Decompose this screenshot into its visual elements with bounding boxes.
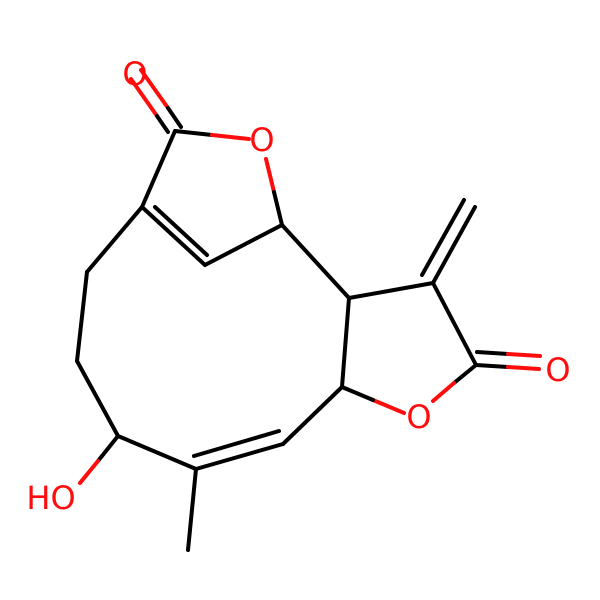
- bond-c-oh-red: [78, 459, 100, 485]
- bond-carbonyl-right-1r: [506, 365, 541, 371]
- bond-c-o-top-red: [210, 133, 251, 141]
- bond-alkene-chain-1: [194, 442, 285, 471]
- bond-ch2b-choh: [75, 359, 120, 438]
- bond-c8-o: [452, 363, 478, 385]
- bond-alkene-ring-2: [153, 205, 209, 257]
- bond-c-o-top: [173, 129, 214, 137]
- bond-c-oh: [96, 434, 120, 463]
- atom-o-ring-top: O: [249, 121, 274, 159]
- atom-o-ring-bottom: O: [406, 398, 431, 436]
- bond-c5-c7: [347, 281, 435, 300]
- atom-o-carbonyl-top: O: [122, 55, 147, 93]
- atom-hydroxyl: HO: [26, 479, 75, 517]
- bond-c2-ch2a: [85, 205, 144, 274]
- atom-labels: O O O O HO: [26, 55, 570, 517]
- atom-o-carbonyl-right: O: [545, 351, 570, 389]
- bond-carbonyl-right-2r: [506, 352, 542, 358]
- bond-methylene-1: [431, 205, 477, 285]
- bond-c3-c4: [203, 223, 284, 267]
- bond-carbonyl-right-2: [475, 350, 510, 356]
- bond-carbonyl-top-1: [139, 68, 170, 110]
- bond-o-c6-red: [371, 398, 406, 415]
- bond-choh-c: [116, 434, 198, 471]
- bond-c1-c2: [140, 129, 177, 209]
- bond-c8-o-red: [431, 381, 456, 403]
- bond-ch-ch-bottom: [281, 385, 344, 446]
- bond-c7-c8: [431, 281, 478, 367]
- bond-o-ch-top: [272, 190, 284, 227]
- bond-carbonyl-top-2b: [155, 114, 170, 134]
- bond-carbonyl-top-2: [129, 77, 159, 118]
- bond-c4-c5: [280, 223, 351, 300]
- bond-o-ch-top-red: [264, 157, 276, 194]
- bond-alkene-chain-2: [192, 429, 281, 458]
- bond-o-c6: [340, 385, 375, 402]
- bond-carbonyl-right-1: [474, 363, 510, 369]
- bond-alkene-ring-1: [140, 205, 207, 267]
- bonds: [75, 68, 542, 552]
- bond-c5-c6: [340, 296, 351, 389]
- bond-methyl: [186, 467, 198, 552]
- bond-carbonyl-top-1b: [166, 106, 183, 129]
- bond-ch2a-ch2b: [75, 270, 89, 363]
- bond-methylene-2: [420, 198, 466, 277]
